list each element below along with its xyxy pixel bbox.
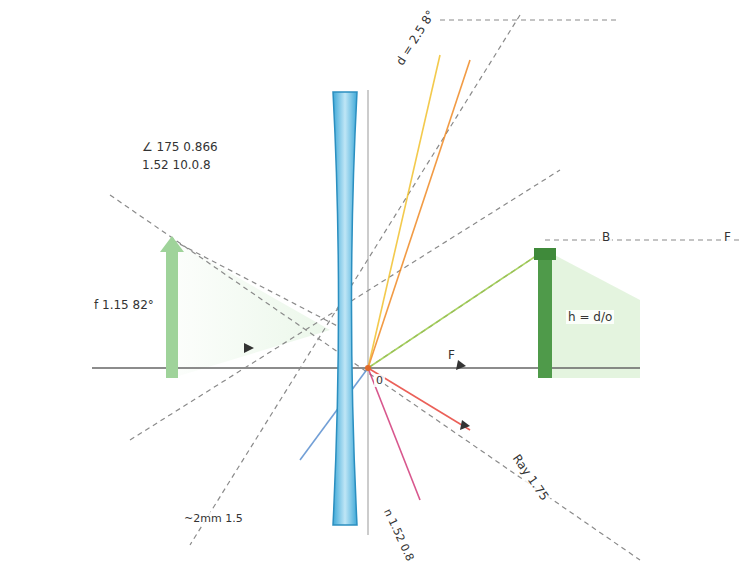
origin-label: 0 (374, 374, 385, 387)
lens-plane (368, 90, 369, 535)
focal-point-label: F (446, 348, 457, 362)
point-label: F (722, 230, 733, 244)
optical-center (365, 365, 371, 371)
object-arrow-head (160, 236, 184, 252)
ray-label: Ray 1.75 (508, 450, 553, 505)
ray-label: d = 2.5 8° (392, 6, 439, 69)
image-arrow (538, 258, 552, 378)
point-label: B (600, 230, 612, 244)
light-field (172, 240, 330, 378)
dimension-label: 1.52 10.0.8 (140, 158, 213, 172)
focal-label: f 1.15 82° (92, 298, 156, 312)
ray-arrowheads (244, 343, 470, 430)
object-arrow (166, 248, 178, 378)
index-label: n 1.52 0.8 (380, 505, 417, 565)
image-arrow-head (534, 248, 556, 260)
diverging-lens (333, 92, 357, 525)
height-label: h = d/o (566, 310, 614, 324)
dimension-label: ∠ 175 0.866 (140, 140, 220, 154)
light-field (545, 250, 640, 378)
construction-lines (110, 15, 740, 560)
dimension-label: ~2mm 1.5 (182, 512, 245, 525)
